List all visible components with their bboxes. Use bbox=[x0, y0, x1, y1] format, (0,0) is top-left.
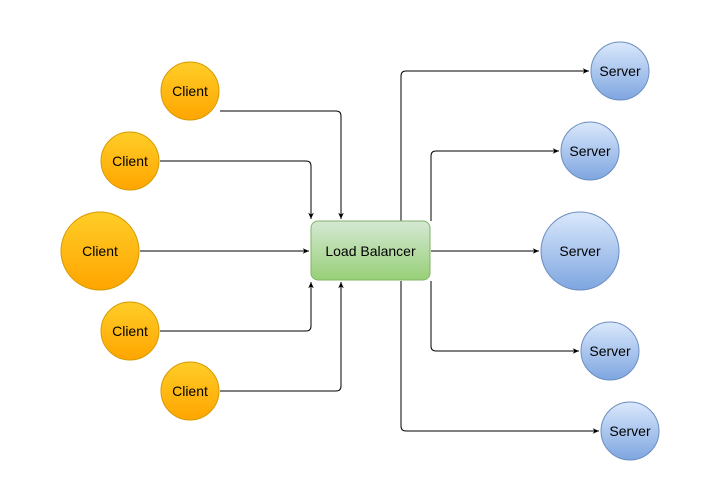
client-label: Client bbox=[172, 383, 208, 399]
server-node[interactable]: Server bbox=[560, 121, 620, 181]
server-edges bbox=[400, 68, 599, 434]
server-node[interactable]: Server bbox=[540, 211, 620, 291]
server-label: Server bbox=[559, 243, 601, 259]
client-label: Client bbox=[172, 83, 208, 99]
load-balancer-node[interactable]: Load Balancer bbox=[310, 220, 431, 281]
edge-server-4 bbox=[430, 281, 579, 354]
client-label: Client bbox=[112, 323, 148, 339]
server-node[interactable]: Server bbox=[590, 41, 650, 101]
load-balancer-label: Load Balancer bbox=[325, 243, 416, 259]
edge-client-5 bbox=[220, 282, 344, 392]
edge-server-1 bbox=[400, 68, 589, 221]
server-label: Server bbox=[569, 143, 611, 159]
server-nodes: Server Server Server Server Server bbox=[540, 41, 660, 461]
edge-client-4 bbox=[160, 282, 314, 332]
client-node[interactable]: Client bbox=[60, 211, 140, 291]
server-label: Server bbox=[609, 423, 651, 439]
server-label: Server bbox=[589, 343, 631, 359]
client-nodes: Client Client Client Client Client bbox=[60, 61, 220, 421]
edge-client-1 bbox=[220, 110, 344, 219]
client-node[interactable]: Client bbox=[160, 61, 220, 121]
client-node[interactable]: Client bbox=[160, 361, 220, 421]
client-node[interactable]: Client bbox=[100, 131, 160, 191]
server-node[interactable]: Server bbox=[600, 401, 660, 461]
server-node[interactable]: Server bbox=[580, 321, 640, 381]
edge-server-5 bbox=[400, 281, 599, 434]
client-label: Client bbox=[112, 153, 148, 169]
client-label: Client bbox=[82, 243, 118, 259]
edge-server-2 bbox=[430, 148, 559, 221]
edge-client-2 bbox=[160, 160, 314, 219]
client-edges bbox=[140, 110, 344, 392]
client-node[interactable]: Client bbox=[100, 301, 160, 361]
server-label: Server bbox=[599, 63, 641, 79]
